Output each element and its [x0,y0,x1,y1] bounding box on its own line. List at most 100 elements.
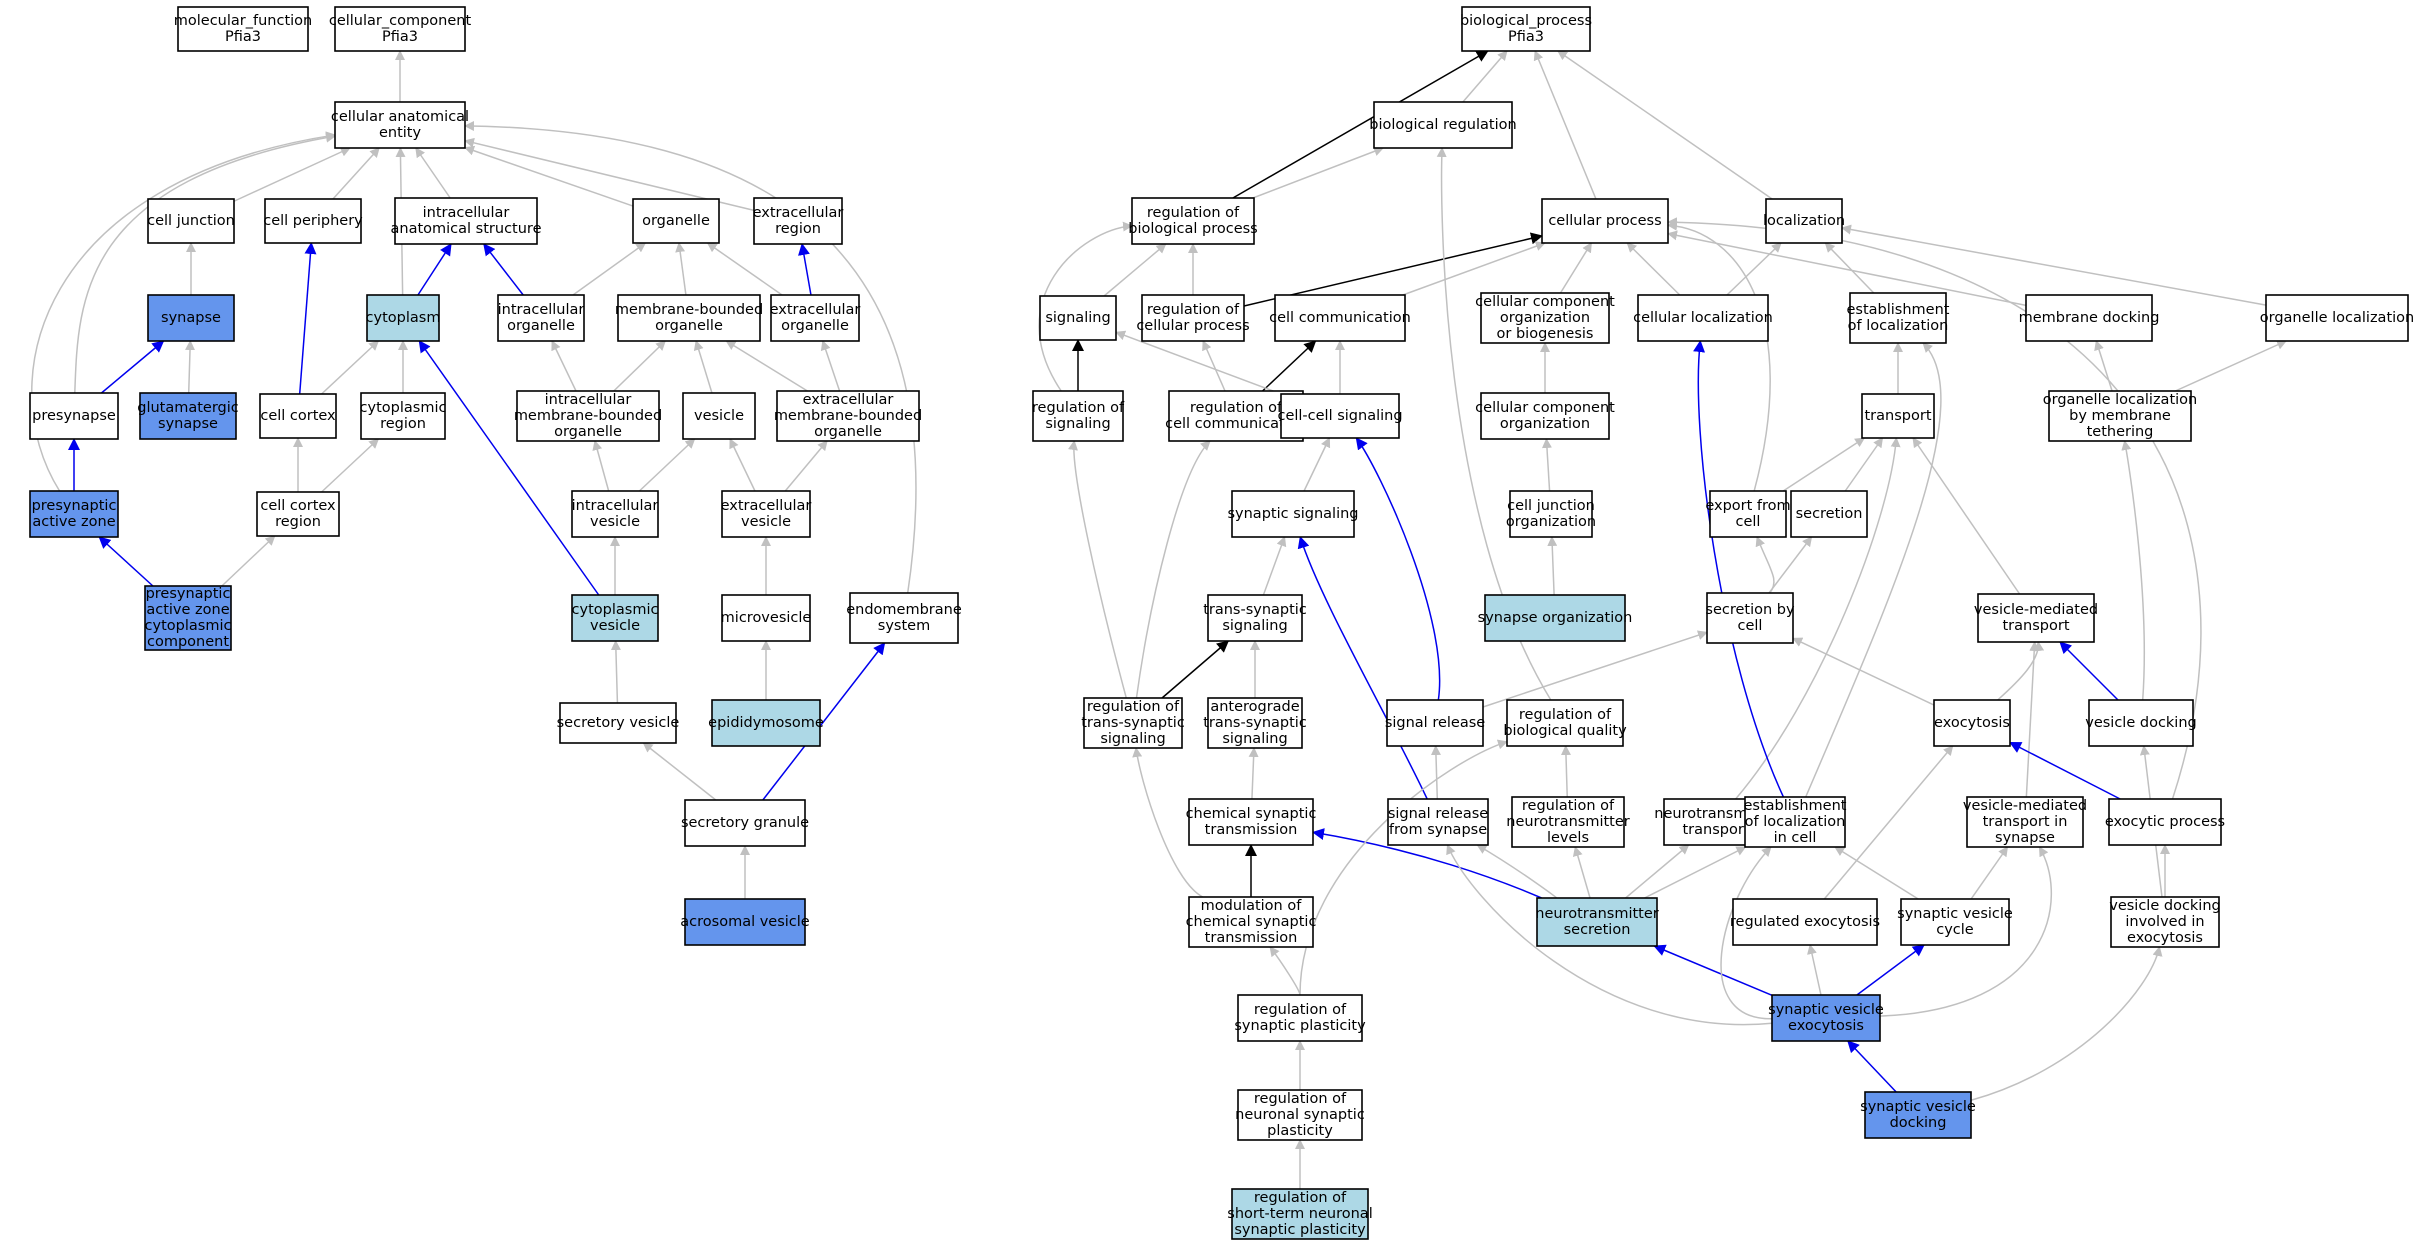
term-box [394,197,538,245]
term-node-rexo[interactable]: regulated exocytosis [1730,898,1880,946]
term-label: anatomical structure [391,221,542,237]
term-node-cyto[interactable]: cytoplasm [366,294,441,342]
edge-default-rexo-to-exo [1823,745,1954,900]
term-label: regulation of [1147,302,1240,318]
term-node-ves[interactable]: vesicle [682,392,756,440]
term-node-so[interactable]: synapse organization [1478,594,1633,642]
term-node-ssig[interactable]: synaptic signaling [1227,490,1359,538]
term-label: membrane-bounded [514,408,662,424]
term-label: establishment [1744,798,1847,814]
term-node-exo[interactable]: exocytosis [1933,699,2011,747]
term-node-sr[interactable]: signal release [1385,699,1485,747]
term-node-loc[interactable]: localization [1763,198,1845,244]
edge-line [1824,242,1875,294]
edge-line [1667,220,1771,492]
term-box [1280,393,1400,439]
edge-line [1847,1040,1897,1093]
term-node-acr[interactable]: acrosomal vesicle [680,898,810,946]
term-node-md[interactable]: membrane docking [2019,294,2160,342]
edge-default-olmt-to-md [2094,340,2113,392]
edge-default-sve-to-elc [1720,846,1773,1020]
term-box [559,702,677,744]
term-node-pre[interactable]: presynapse [29,392,119,440]
term-node-org[interactable]: organelle [632,198,720,244]
term-node-breg[interactable]: biological regulation [1369,101,1517,149]
term-node-mv[interactable]: microvesicle [721,594,812,642]
term-node-tr[interactable]: transport [1861,393,1935,439]
edge-line [1541,438,1552,492]
term-node-ol[interactable]: organelle localization [2260,294,2414,342]
term-node-sg[interactable]: secretory granule [681,799,809,847]
term-node-sec[interactable]: secretion [1790,490,1868,538]
term-node-syn[interactable]: synapse [147,294,235,342]
term-node-vd[interactable]: vesicle docking [2085,699,2197,747]
edge-part_of-pazc-to-paz [98,536,154,587]
edge-line [1792,637,1935,706]
term-node-ep[interactable]: exocytic process [2105,798,2225,846]
term-node-epi[interactable]: epididymosome [708,699,824,747]
term-node-cj[interactable]: cell junction [147,198,235,244]
term-node-ccom[interactable]: cell communication [1269,294,1411,342]
edge-line [592,440,610,492]
edge-line [483,243,524,296]
term-node-cproc[interactable]: cellular process [1541,198,1669,244]
term-node-cloc[interactable]: cellular localization [1633,294,1773,342]
term-label: synapse [161,310,221,326]
term-node-cco[interactable]: cell cortex [259,393,337,439]
term-node-sig[interactable]: signaling [1039,295,1117,341]
term-node-sv[interactable]: secretory vesicle [557,702,680,744]
edge-default-vmt-to-tr [1912,437,2021,595]
term-node-cp[interactable]: cell periphery [263,198,363,244]
term-node-ccs[interactable]: cell-cell signaling [1277,393,1403,439]
